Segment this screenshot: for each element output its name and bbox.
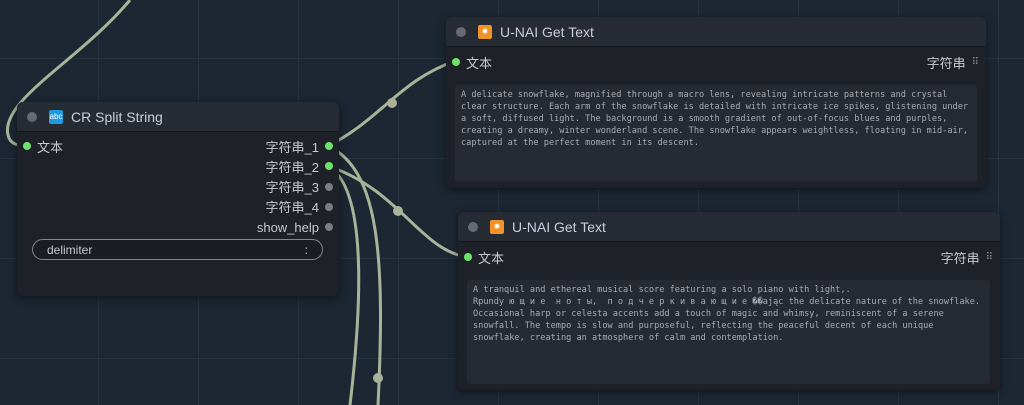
text-display[interactable]: A tranquil and ethereal musical score fe… (467, 280, 990, 384)
output-show-help[interactable]: show_help (257, 218, 333, 236)
text-display[interactable]: A delicate snowflake, magnified through … (455, 85, 977, 181)
output-string[interactable]: 字符串 ⠿ (926, 53, 979, 71)
input-text[interactable]: 文本 (23, 137, 63, 155)
output-字符串-1[interactable]: 字符串_1 (266, 137, 333, 155)
sun-icon: ✹ (490, 219, 504, 234)
output-label: 字符串_2 (265, 159, 319, 175)
wire-split2-down (327, 164, 361, 405)
node-header[interactable]: ✹ U-NAI Get Text (446, 17, 986, 47)
input-label: 文本 (37, 139, 64, 155)
output-slot[interactable] (325, 142, 333, 150)
output-label: 字符串_3 (265, 180, 319, 196)
input-slot[interactable] (452, 58, 460, 66)
cr-split-string-node[interactable]: abc CR Split String 文本 字符串_1 字符串_2 字符串_3 字符… (17, 102, 339, 296)
sun-icon: ✹ (478, 24, 492, 39)
output-slot[interactable] (325, 223, 333, 232)
input-text[interactable]: 文本 (464, 248, 504, 266)
get-text-node-2[interactable]: ✹ U-NAI Get Text 文本 字符串 ⠿ A tranquil and … (458, 212, 1000, 390)
node-title: U-NAI Get Text (500, 23, 594, 40)
widget-label: delimiter (47, 242, 93, 257)
abc-icon: abc (49, 109, 63, 124)
output-slot[interactable] (325, 202, 333, 211)
input-text[interactable]: 文本 (452, 53, 492, 71)
output-label: 字符串 (926, 55, 966, 71)
wire-into-split (6, 0, 132, 147)
delimiter-widget[interactable]: delimiter : (32, 239, 323, 260)
widget-value: : (304, 242, 308, 257)
input-label: 文本 (466, 55, 493, 71)
node-title: CR Split String (71, 108, 163, 125)
output-string[interactable]: 字符串 ⠿ (940, 248, 993, 266)
node-header[interactable]: ✹ U-NAI Get Text (458, 212, 1000, 242)
input-slot[interactable] (464, 253, 472, 261)
output-label: 字符串_1 (265, 139, 319, 155)
output-字符串-2[interactable]: 字符串_2 (266, 157, 333, 175)
get-text-node-1[interactable]: ✹ U-NAI Get Text 文本 字符串 ⠿ A delicate snow… (446, 17, 986, 188)
wire-split2-to-gettext2 (327, 164, 468, 259)
grid-icon: ⠿ (971, 56, 979, 68)
output-label: 字符串_4 (265, 200, 319, 216)
input-label: 文本 (478, 250, 505, 266)
input-slot[interactable] (23, 142, 31, 150)
node-header[interactable]: abc CR Split String (17, 102, 339, 132)
output-label: show_help (256, 219, 319, 235)
output-slot[interactable] (325, 162, 333, 171)
output-label: 字符串 (940, 250, 980, 266)
output-slot[interactable] (325, 182, 333, 191)
grid-icon: ⠿ (985, 251, 993, 263)
collapse-dot[interactable] (27, 111, 37, 122)
node-title: U-NAI Get Text (512, 218, 606, 235)
collapse-dot[interactable] (468, 221, 478, 232)
output-字符串-3[interactable]: 字符串_3 (266, 178, 333, 196)
collapse-dot[interactable] (456, 26, 466, 37)
wire-split1-down (327, 144, 383, 405)
output-字符串-4[interactable]: 字符串_4 (266, 198, 333, 216)
